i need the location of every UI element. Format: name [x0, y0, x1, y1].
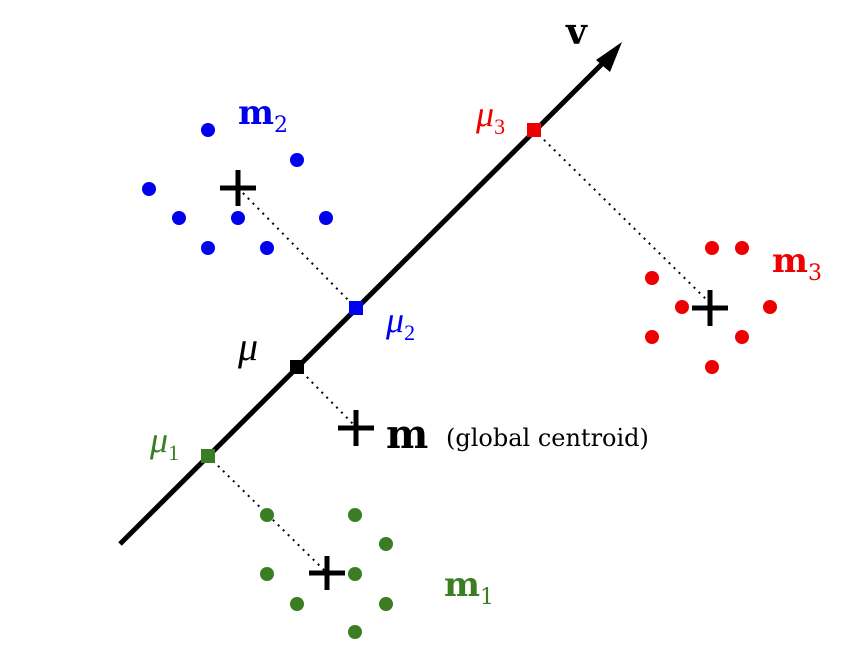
proj-line-m3 — [533, 129, 713, 306]
cluster2-point — [142, 182, 156, 196]
cluster1-point — [348, 508, 362, 522]
cluster1-point — [348, 567, 362, 581]
global-centroid-note: (global centroid) — [446, 424, 649, 452]
cluster2-point — [260, 241, 274, 255]
cluster1-point — [260, 567, 274, 581]
cluster3-point — [735, 241, 749, 255]
cluster3-point — [675, 300, 689, 314]
cluster3-point — [763, 300, 777, 314]
cluster1-centroid-plus-icon — [309, 556, 345, 590]
global-mean-projection-label: μ — [237, 324, 258, 369]
global-centroid-label: m — [386, 411, 428, 458]
proj-line-m2 — [237, 187, 357, 309]
mu1-square — [201, 449, 215, 463]
cluster3-centroid-plus-icon — [692, 290, 728, 326]
cluster1-label: m1 — [444, 565, 494, 610]
cluster1-point — [379, 597, 393, 611]
cluster3-point — [705, 360, 719, 374]
cluster1-point — [348, 625, 362, 639]
cluster2-point — [201, 241, 215, 255]
global-centroid-plus-icon — [338, 410, 374, 446]
proj-line-m — [296, 366, 356, 427]
cluster2-point — [319, 211, 333, 225]
cluster3-point — [645, 271, 659, 285]
centroid-markers — [220, 170, 728, 590]
cluster3-point — [645, 330, 659, 344]
cluster1-points — [260, 508, 393, 639]
mu3-label: μ3 — [475, 94, 505, 139]
cluster2-points — [142, 123, 333, 255]
cluster2-label: m2 — [238, 93, 288, 138]
direction-label: v — [565, 11, 588, 53]
cluster2-centroid-plus-icon — [220, 170, 256, 206]
cluster3-label: m3 — [772, 241, 822, 286]
cluster2-point — [231, 211, 245, 225]
cluster3-point — [735, 330, 749, 344]
mu2-square — [349, 301, 363, 315]
cluster2-point — [201, 123, 215, 137]
mu3-square — [527, 123, 541, 137]
cluster3-points — [645, 241, 777, 374]
mu2-label: μ2 — [385, 300, 415, 345]
cluster2-point — [172, 211, 186, 225]
cluster1-point — [260, 508, 274, 522]
cluster1-point — [290, 597, 304, 611]
mu-square — [290, 360, 304, 374]
projection-axis — [118, 48, 618, 546]
axis-arrowhead — [596, 42, 622, 72]
mu1-label: μ1 — [149, 420, 179, 465]
cluster1-point — [379, 537, 393, 551]
cluster2-point — [290, 153, 304, 167]
projection-lines — [207, 129, 713, 573]
cluster3-point — [705, 241, 719, 255]
